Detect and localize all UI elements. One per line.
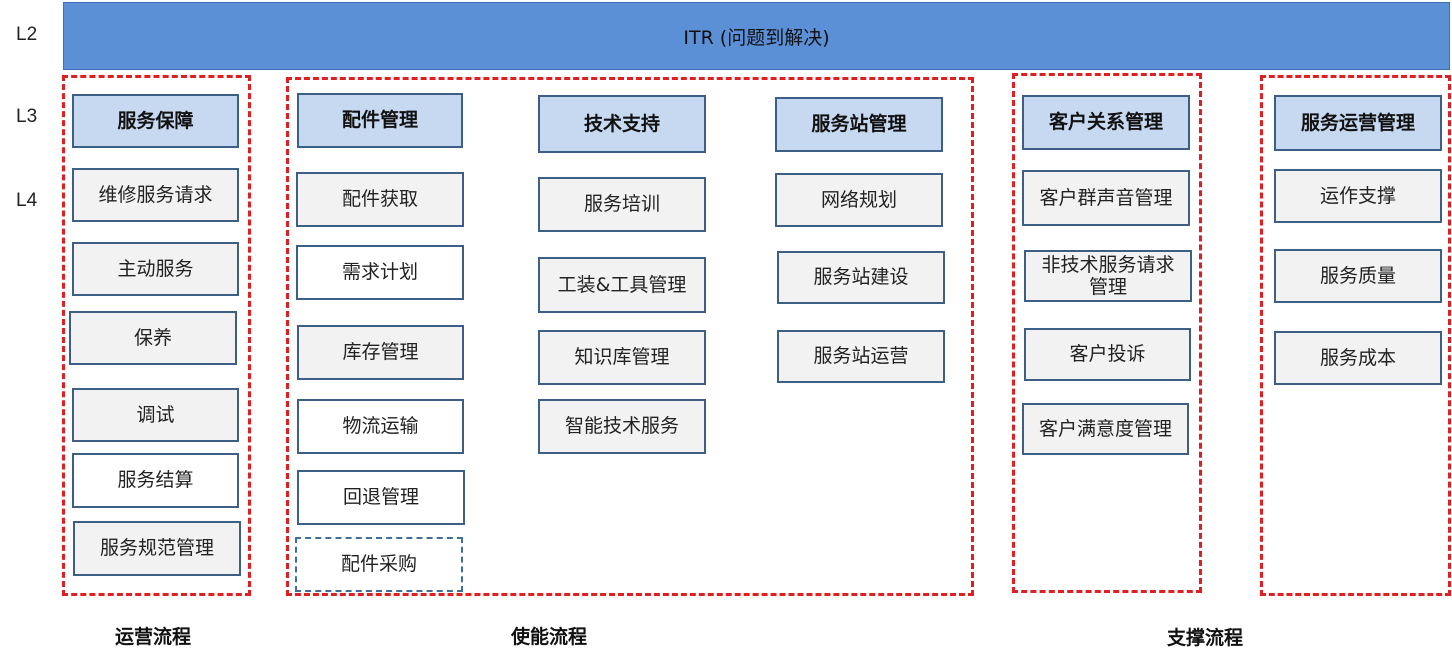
l4-customer-voice: 客户群声音管理 — [1022, 170, 1190, 226]
l4-parts-procurement: 配件采购 — [295, 537, 463, 592]
l4-station-operation: 服务站运营 — [777, 330, 945, 383]
l4-maintenance: 保养 — [69, 311, 237, 365]
footer-support-process: 支撑流程 — [1167, 627, 1244, 649]
l4-station-construction: 服务站建设 — [777, 251, 945, 304]
group-crm-frame — [1012, 73, 1202, 593]
l4-service-settlement: 服务结算 — [72, 453, 239, 508]
l4-knowledge-base: 知识库管理 — [538, 330, 706, 385]
level-label-l4: L4 — [16, 190, 38, 211]
l4-service-cost: 服务成本 — [1274, 331, 1442, 385]
l4-repair-request: 维修服务请求 — [72, 168, 239, 222]
l3-parts-management: 配件管理 — [297, 93, 463, 148]
l4-service-standards: 服务规范管理 — [73, 521, 241, 576]
l2-itr-bar: ITR (问题到解决) — [63, 2, 1450, 70]
group-ops-frame — [1260, 75, 1451, 596]
level-label-l3: L3 — [16, 106, 38, 127]
footer-operation-process: 运营流程 — [115, 626, 192, 648]
l4-network-planning: 网络规划 — [775, 173, 943, 227]
l4-inventory-management: 库存管理 — [297, 325, 464, 380]
l4-returns-management: 回退管理 — [297, 470, 465, 525]
l4-customer-satisfaction: 客户满意度管理 — [1022, 403, 1189, 455]
l4-parts-acquisition: 配件获取 — [296, 172, 464, 227]
l4-logistics: 物流运输 — [297, 399, 464, 454]
l4-service-quality: 服务质量 — [1274, 249, 1442, 303]
l4-smart-tech-service: 智能技术服务 — [538, 399, 706, 454]
l4-proactive-service: 主动服务 — [72, 242, 239, 296]
l4-customer-complaint: 客户投诉 — [1024, 328, 1191, 381]
l4-demand-planning: 需求计划 — [296, 245, 464, 300]
group-enable-frame — [286, 77, 974, 596]
l4-service-training: 服务培训 — [538, 177, 706, 232]
footer-enable-process: 使能流程 — [511, 626, 588, 648]
l3-technical-support: 技术支持 — [538, 95, 706, 153]
l4-operation-support: 运作支撑 — [1274, 169, 1442, 223]
l4-non-tech-request: 非技术服务请求 管理 — [1024, 250, 1192, 302]
l4-tooling-management: 工装&工具管理 — [538, 257, 706, 313]
group-operation-frame — [62, 75, 251, 596]
level-label-l2: L2 — [16, 24, 38, 45]
l3-service-assurance: 服务保障 — [72, 94, 239, 148]
l3-service-operation-management: 服务运营管理 — [1274, 95, 1442, 151]
l3-customer-relationship: 客户关系管理 — [1022, 95, 1190, 150]
l3-service-station-management: 服务站管理 — [775, 97, 943, 152]
l4-commissioning: 调试 — [72, 388, 239, 442]
